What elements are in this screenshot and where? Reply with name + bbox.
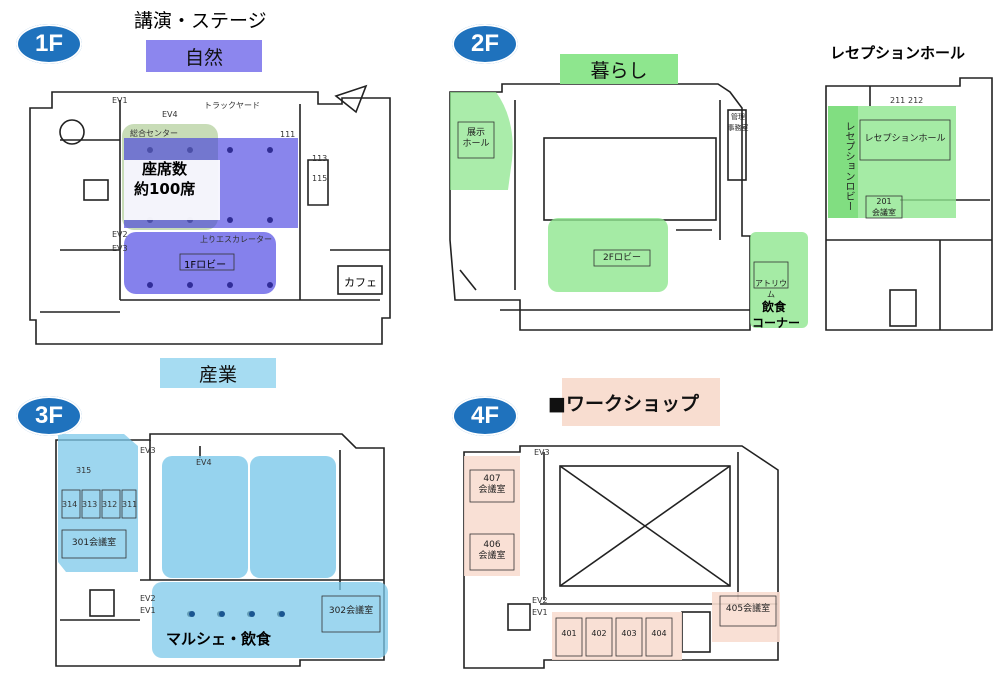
ev3-1f: EV3	[112, 244, 128, 253]
room-113: 113	[312, 154, 328, 163]
room-404: 404	[651, 629, 667, 638]
room-302: 302会議室	[328, 606, 374, 616]
ev1-3f: EV1	[140, 606, 156, 615]
room-115: 115	[312, 174, 328, 183]
room-314: 314	[62, 500, 78, 509]
ev3-3f: EV3	[140, 446, 156, 455]
room-211: 211	[890, 96, 906, 105]
stage-heading: 講演・ステージ	[134, 10, 267, 32]
ev2-4f: EV2	[532, 596, 548, 605]
ev2-1f: EV2	[112, 230, 128, 239]
room-301: 301会議室	[71, 538, 117, 548]
cafe-label: カフェ	[344, 276, 377, 289]
ev4-1f: EV4	[162, 110, 178, 119]
category-workshop: ■ワークショップ	[548, 378, 720, 426]
category-living: 暮らし	[560, 54, 678, 84]
ev1-1f: EV1	[112, 96, 128, 105]
lobby-1f: 1Fロビー	[184, 260, 227, 271]
category-nature: 自然	[146, 40, 262, 72]
room-313: 313	[82, 500, 98, 509]
room-111: 111	[280, 130, 296, 139]
room-312: 312	[102, 500, 118, 509]
room-401: 401	[561, 629, 577, 638]
room-212: 212	[908, 96, 924, 105]
floor-badge-2f: 2F	[452, 24, 518, 64]
room-406: 406 会議室	[478, 540, 506, 561]
ev4-3f: EV4	[196, 458, 212, 467]
room-315: 315	[76, 466, 92, 475]
reception-hall-title: レセプションホール	[830, 44, 966, 62]
reception-hall-room: レセプションホール	[864, 134, 946, 144]
seat-count-label: 座席数	[142, 160, 188, 178]
floor-badge-4f: 4F	[452, 396, 518, 436]
floor-badge-1f: 1F	[16, 24, 82, 64]
food-corner-label-1: 飲食	[762, 300, 787, 314]
lobby-2f: 2Fロビー	[603, 253, 641, 263]
workshop-label: ■ワークショップ	[548, 392, 699, 415]
ev2-3f: EV2	[140, 594, 156, 603]
track-yard-label: トラックヤード	[204, 101, 260, 110]
seat-count-value: 約100席	[134, 180, 196, 198]
ev1-4f: EV1	[532, 608, 548, 617]
floor-badge-3f: 3F	[16, 396, 82, 436]
room-405: 405会議室	[725, 604, 771, 614]
management-office: 管理 事務室	[727, 113, 749, 132]
category-industry: 産業	[160, 358, 276, 388]
room-407: 407 会議室	[478, 474, 506, 495]
info-center-label: 総合センター	[130, 129, 178, 138]
exhibit-hall-label: 展示 ホール	[462, 128, 490, 149]
atrium-label: アトリウム	[755, 279, 787, 299]
food-corner-label-2: コーナー	[752, 316, 801, 330]
reception-lobby-room: レセプションロビー	[843, 121, 854, 211]
room-201: 201 会議室	[872, 197, 896, 217]
ev3-4f: EV3	[534, 448, 550, 457]
marche-food-label: マルシェ・飲食	[166, 630, 272, 648]
room-402: 402	[591, 629, 607, 638]
escalator-label: 上りエスカレーター	[200, 235, 272, 244]
room-311: 311	[122, 500, 138, 509]
room-403: 403	[621, 629, 637, 638]
